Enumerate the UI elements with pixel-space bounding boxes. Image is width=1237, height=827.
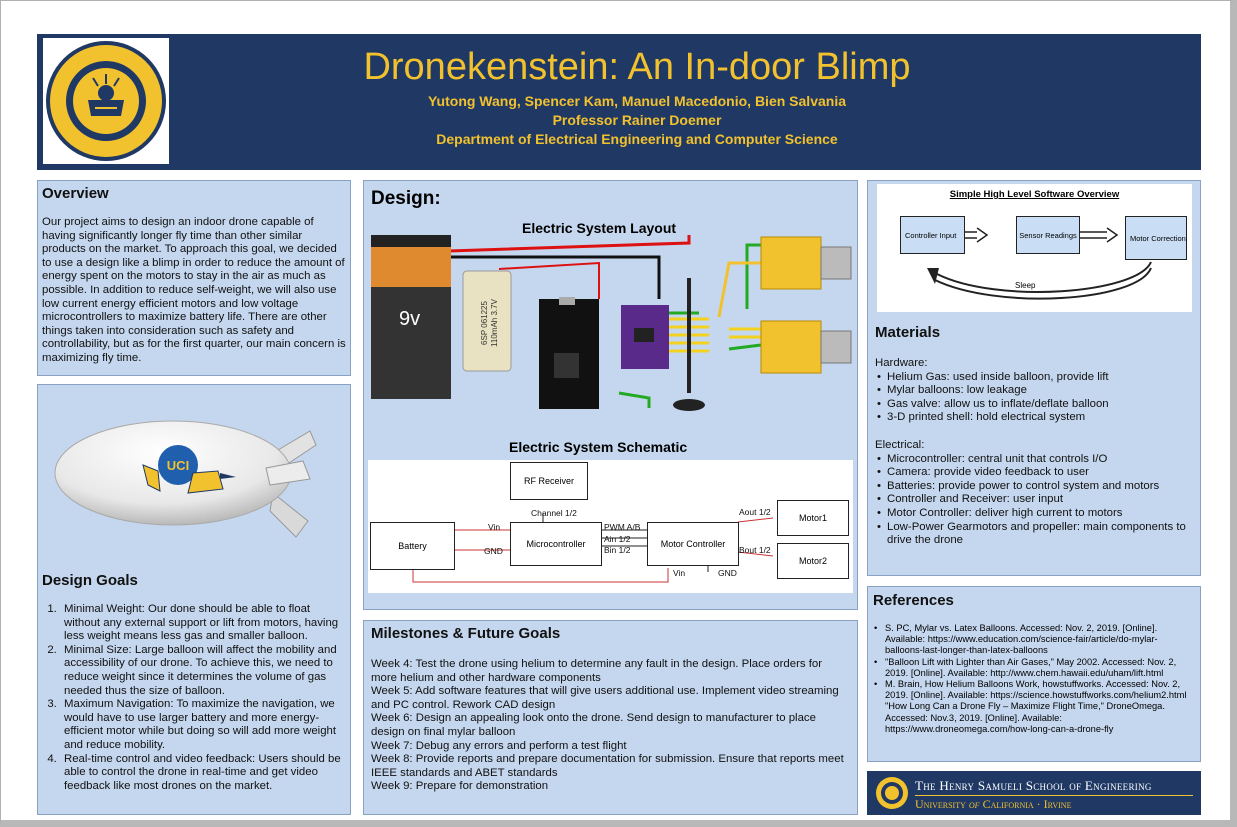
hardware-item: 3-D printed shell: hold electrical syste… xyxy=(875,411,1197,425)
electric-layout-diagram: 9v 6SP 061225 110mAh 3.7V xyxy=(369,233,854,413)
hardware-item: Helium Gas: used inside balloon, provide… xyxy=(875,371,1197,385)
milestone-item: Week 6: Design an appealing look onto th… xyxy=(371,712,816,738)
aout-label: Aout 1/2 xyxy=(739,507,771,517)
milestone-item: Week 5: Add software features that will … xyxy=(371,685,839,711)
overview-title: Overview xyxy=(42,185,109,202)
sleep-label: Sleep xyxy=(1015,281,1036,290)
milestone-item: Week 4: Test the drone using helium to d… xyxy=(371,658,823,684)
sensor-readings-box: Sensor Readings xyxy=(1016,216,1080,254)
rf-receiver-box: RF Receiver xyxy=(510,462,588,500)
software-overview-diagram: Simple High Level Software Overview Cont… xyxy=(877,184,1192,312)
reference-item: "Balloon Lift with Lighter than Air Gase… xyxy=(873,657,1195,679)
electrical-item: Motor Controller: deliver high current t… xyxy=(875,507,1197,521)
design-goals-title: Design Goals xyxy=(42,572,138,589)
vin-bottom-label: Vin xyxy=(673,568,686,578)
reference-item: "How Long Can a Drone Fly – Maximize Fli… xyxy=(885,701,1165,734)
motor-controller-box: Motor Controller xyxy=(647,522,739,566)
motor1-box: Motor1 xyxy=(777,500,849,536)
vin-left-label: Vin xyxy=(488,522,501,532)
milestones-panel: Milestones & Future Goals Week 4: Test t… xyxy=(363,620,858,815)
references-list: S. PC, Mylar vs. Latex Balloons. Accesse… xyxy=(873,623,1195,735)
hardware-item: Mylar balloons: low leakage xyxy=(875,384,1197,398)
milestones-list: Week 4: Test the drone using helium to d… xyxy=(371,658,850,794)
school-name: The Henry Samueli School of Engineering xyxy=(915,778,1152,793)
overview-panel: Overview Our project aims to design an i… xyxy=(37,180,351,376)
school-banner: The Henry Samueli School of Engineering … xyxy=(867,771,1201,815)
schematic-title: Electric System Schematic xyxy=(509,439,688,455)
motor2-box: Motor2 xyxy=(777,543,849,579)
design-title: Design: xyxy=(371,188,441,209)
reference-item: M. Brain, How Helium Balloons Work, hows… xyxy=(873,679,1195,701)
goal-item: Minimal Weight: Our done should be able … xyxy=(60,603,346,644)
goal-item: Real-time control and video feedback: Us… xyxy=(60,753,346,794)
university-name-b: California · Irvine xyxy=(979,797,1072,811)
electric-schematic-diagram: RF Receiver Battery Microcontroller Moto… xyxy=(368,460,853,593)
university-name-of: of xyxy=(968,797,980,811)
uci-logo-text: UCI xyxy=(167,458,189,473)
microcontroller-box: Microcontroller xyxy=(510,522,602,566)
references-title: References xyxy=(873,592,954,609)
author-names: Yutong Wang, Spencer Kam, Manuel Macedon… xyxy=(427,93,846,109)
department-name: Department of Electrical Engineering and… xyxy=(436,131,838,147)
professor-name: Professor Rainer Doemer xyxy=(552,112,722,128)
controller-input-box: Controller Input xyxy=(900,216,965,254)
design-goals-list: Minimal Weight: Our done should be able … xyxy=(42,603,346,793)
bin-label: Bin 1/2 xyxy=(604,545,631,555)
electrical-item: Controller and Receiver: user input xyxy=(875,493,1197,507)
hardware-label: Hardware: xyxy=(875,357,928,369)
goal-item: Maximum Navigation: To maximize the navi… xyxy=(60,698,346,752)
lipo-label-1: 6SP 061225 xyxy=(480,301,489,345)
battery-9v-label: 9v xyxy=(399,308,420,330)
blimp-image: UCI xyxy=(48,393,338,553)
bout-label: Bout 1/2 xyxy=(739,545,771,555)
channel-label: Channel 1/2 xyxy=(531,508,577,518)
milestone-item: Week 7: Debug any errors and perform a t… xyxy=(371,739,627,752)
goal-item: Minimal Size: Large balloon will affect … xyxy=(60,644,346,698)
overview-text: Our project aims to design an indoor dro… xyxy=(42,216,346,364)
gnd-left-label: GND xyxy=(484,546,503,556)
design-panel: Design: Electric System Layout 9v 6SP 06… xyxy=(363,180,858,610)
electrical-list: Microcontroller: central unit that contr… xyxy=(875,453,1197,548)
layout-title: Electric System Layout xyxy=(522,220,677,236)
university-name: University of California · Irvine xyxy=(915,797,1071,812)
school-seal-icon xyxy=(875,776,909,810)
ain-label: Ain 1/2 xyxy=(604,534,631,544)
poster-title: Dronekenstein: An In-door Blimp xyxy=(363,46,911,88)
lipo-label-2: 110mAh 3.7V xyxy=(490,298,499,347)
software-overview-title: Simple High Level Software Overview xyxy=(949,189,1120,200)
poster-authors: Yutong Wang, Spencer Kam, Manuel Macedon… xyxy=(187,92,1087,149)
electrical-item: Microcontroller: central unit that contr… xyxy=(875,453,1197,467)
electrical-item: Camera: provide video feedback to user xyxy=(875,466,1197,480)
electrical-label: Electrical: xyxy=(875,438,925,451)
materials-title: Materials xyxy=(875,324,941,341)
uc-seal-icon xyxy=(43,38,169,164)
materials-panel: Simple High Level Software Overview Cont… xyxy=(867,180,1201,576)
gnd-bottom-label: GND xyxy=(718,568,737,578)
battery-box: Battery xyxy=(370,522,455,570)
electrical-item: Batteries: provide power to control syst… xyxy=(875,480,1197,494)
design-goals-panel: UCI Design Goals Minimal Weight: Our don… xyxy=(37,384,351,815)
poster-header: Dronekenstein: An In-door Blimp Yutong W… xyxy=(37,34,1201,170)
reference-item: S. PC, Mylar vs. Latex Balloons. Accesse… xyxy=(873,623,1195,657)
hardware-item: Gas valve: allow us to inflate/deflate b… xyxy=(875,398,1197,412)
school-divider xyxy=(915,795,1193,796)
hardware-list: Helium Gas: used inside balloon, provide… xyxy=(875,371,1197,425)
materials-content: Hardware: Helium Gas: used inside balloo… xyxy=(875,357,1197,548)
pwm-label: PWM A/B xyxy=(604,522,641,532)
references-panel: References S. PC, Mylar vs. Latex Balloo… xyxy=(867,586,1201,762)
milestones-title: Milestones & Future Goals xyxy=(371,625,561,642)
motor-correction-box: Motor Correction xyxy=(1125,216,1187,260)
electrical-item: Low-Power Gearmotors and propeller: main… xyxy=(875,521,1197,548)
milestone-item: Week 9: Prepare for demonstration xyxy=(371,780,549,793)
university-name-a: University xyxy=(915,797,969,811)
milestone-item: Week 8: Provide reports and prepare docu… xyxy=(371,753,844,779)
